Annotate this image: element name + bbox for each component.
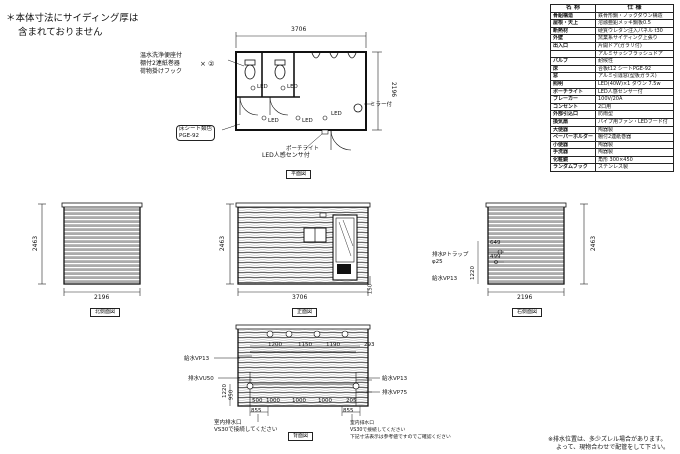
east-drain-trap: 排水Pトラップ φ25 xyxy=(432,252,469,265)
east-height-dim: 2463 xyxy=(590,235,598,252)
back-dim-mid-3: 1000 xyxy=(292,398,306,404)
led-label-3: LED xyxy=(268,118,279,124)
mirror-label: ミラー付 xyxy=(370,102,393,108)
front-height-dim: 2463 xyxy=(219,235,227,252)
sensor-label: LED人感センサ付 xyxy=(262,152,310,159)
back-dim-mid-5: 205 xyxy=(346,398,357,404)
back-dim-side-2: 950 xyxy=(228,389,235,401)
plan-depth-dim: 2196 xyxy=(390,81,398,98)
east-dim-499: 499 xyxy=(490,254,501,260)
back-vp75: 排水VP75 xyxy=(382,390,408,396)
porch-light-label: ポーチライト xyxy=(286,146,320,152)
spec-row: ランダムフックステンレス製 xyxy=(550,163,675,173)
led-label-4: LED xyxy=(302,118,313,124)
led-label-5: LED xyxy=(331,111,342,117)
spec-item-value: ステンレス製 xyxy=(594,163,675,173)
plan-fixtures-note: 温水洗浄便座付 棚付2連紙巻器 荷物掛けフック xyxy=(140,52,183,75)
plan-width-dim: 3706 xyxy=(291,26,307,33)
back-dim-mid-2: 1000 xyxy=(266,398,280,404)
east-supply-vp13: 給水VP13 xyxy=(432,276,458,282)
back-vp13-right: 給水VP13 xyxy=(382,376,408,382)
back-dim-mid-1: 500 xyxy=(252,398,263,404)
north-height-dim: 2463 xyxy=(32,235,40,252)
back-vu50: 排水VU50 xyxy=(188,376,214,382)
back-dim-right: 855 xyxy=(343,408,354,414)
east-elevation xyxy=(477,202,588,296)
led-label-1: LED xyxy=(257,84,268,90)
front-width-dim: 3706 xyxy=(292,294,308,301)
front-elevation xyxy=(226,202,371,296)
back-dim-top-2: 1150 xyxy=(298,342,312,348)
back-dim-left: 855 xyxy=(251,408,262,414)
east-width-dim: 2196 xyxy=(517,294,533,301)
east-dim-649: 649 xyxy=(490,240,501,246)
east-dim-1220: 1220 xyxy=(470,266,476,280)
plan-floor-label: 床シート類色 PGE-92 xyxy=(176,125,216,141)
plan-view xyxy=(221,32,382,151)
back-dim-top-1: 1200 xyxy=(268,342,282,348)
plan-fixtures-multiplier: × ② xyxy=(200,60,215,68)
dimension-note: ＊本体寸法にサイディング厚は 含まれておりません xyxy=(6,13,139,38)
front-base-dim: 150 xyxy=(367,283,374,295)
led-label-2: LED xyxy=(287,84,298,90)
back-note-left: 室内排水口 VS30で接続してください xyxy=(214,420,278,433)
back-elevation xyxy=(214,324,380,422)
spec-table: 名 称 仕 様 骨組構造鉄骨形鋼・ノックダウン構造屋根・天上溶融亜鉛メッキ鋼板0… xyxy=(550,4,675,173)
back-dim-side-1: 1220 xyxy=(222,384,228,398)
north-elevation xyxy=(38,202,143,296)
drain-note: ※排水位置は、多少ズレル場合があります。 よって、現物合わせで配管をして下さい。 xyxy=(548,436,670,451)
east-caption: 右側面図 xyxy=(512,308,543,317)
north-caption: 北側面図 xyxy=(90,308,121,317)
north-width-dim: 2196 xyxy=(94,294,110,301)
back-caption: 背面図 xyxy=(288,432,314,441)
back-dim-top-4: 293 xyxy=(364,342,375,348)
back-dim-top-3: 1190 xyxy=(326,342,340,348)
back-dim-mid-4: 1000 xyxy=(318,398,332,404)
back-vp13-left: 給水VP13 xyxy=(184,356,210,362)
front-caption: 正面図 xyxy=(292,308,318,317)
plan-caption: 平面図 xyxy=(286,170,312,179)
back-note-right: 室内排水口 VS30で接続してください 下記寸法表示は参考値ですのでご確認くださ… xyxy=(350,421,451,440)
